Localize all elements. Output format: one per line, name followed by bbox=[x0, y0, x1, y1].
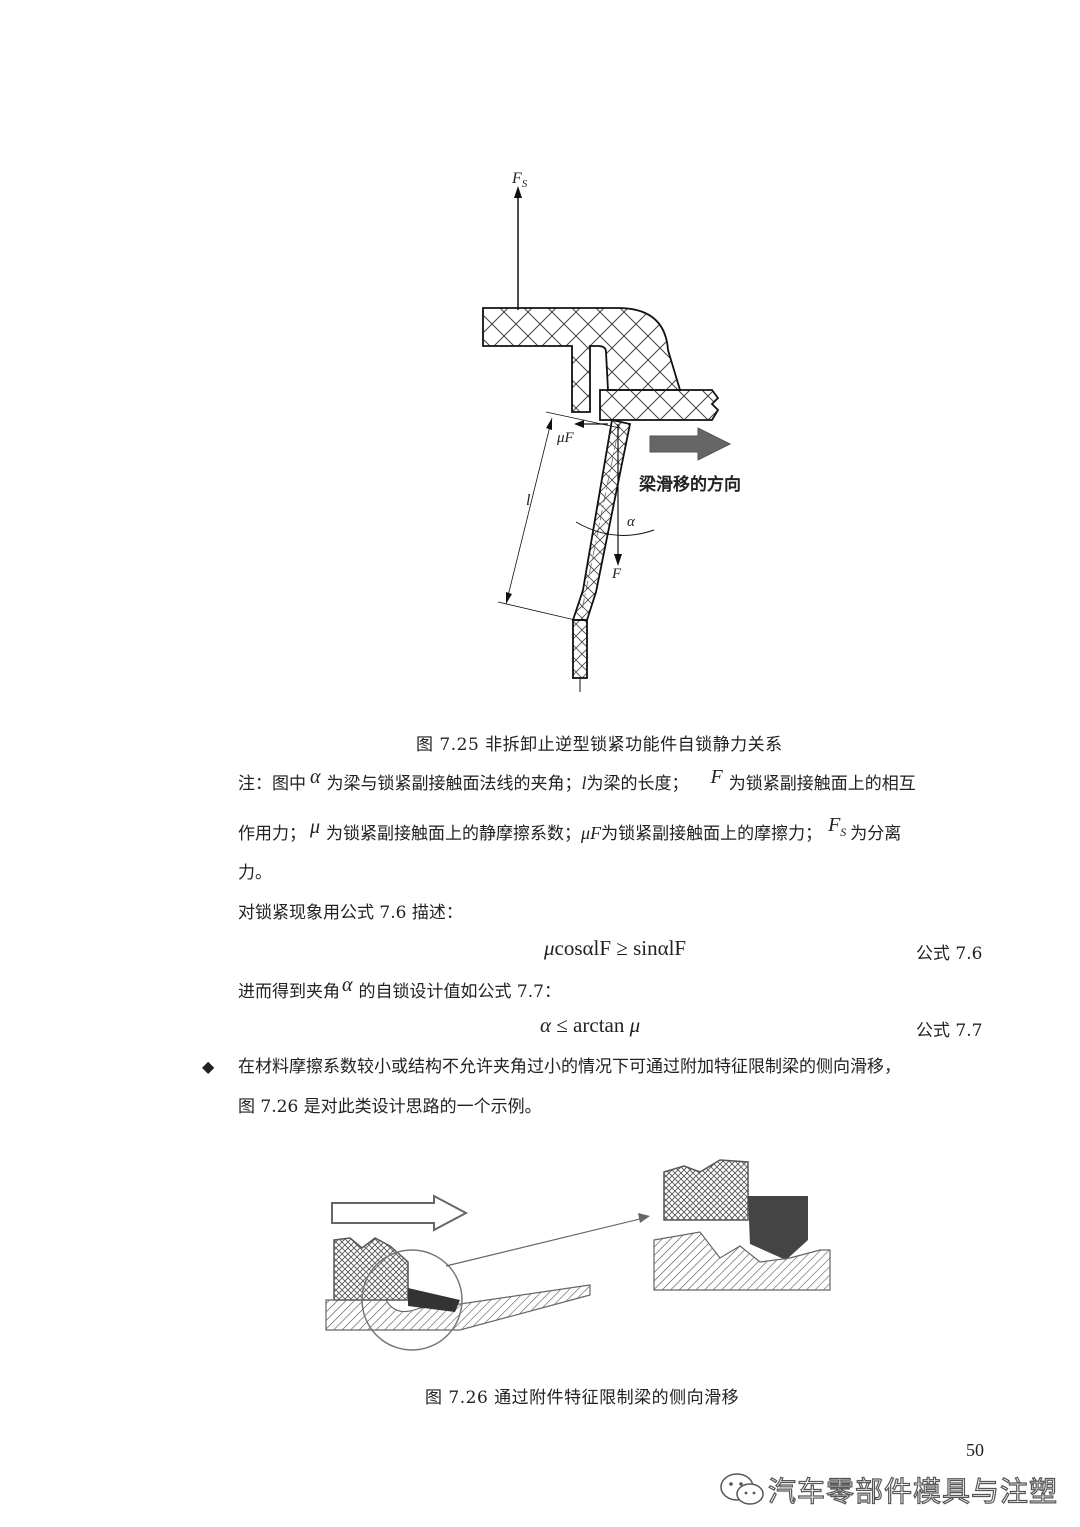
label-alpha: α bbox=[627, 514, 635, 530]
label-mu-f: μF bbox=[557, 430, 574, 446]
figure-7-26-diagram bbox=[325, 1159, 831, 1351]
note-line-3: 力。 bbox=[238, 863, 272, 883]
figure-7-25-caption: 图 7.25 非拆卸止逆型锁紧功能件自锁静力关系 bbox=[416, 735, 783, 755]
housing-part bbox=[482, 307, 682, 413]
formula-7-7-label: 公式 7.7 bbox=[916, 1021, 983, 1041]
formula-7-6: μcosαlF ≥ sinαlF bbox=[544, 936, 687, 960]
label-force-f: F bbox=[612, 566, 622, 582]
beam bbox=[571, 418, 632, 692]
figure-7-25-diagram bbox=[482, 186, 732, 692]
page-number: 50 bbox=[966, 1440, 984, 1460]
watermark-text: 汽车零部件模具与注塑 bbox=[767, 1474, 1059, 1508]
formula-7-6-intro: 对锁紧现象用公式 7.6 描述： bbox=[238, 903, 463, 923]
slide-direction-arrow bbox=[649, 427, 732, 461]
label-fs: FS bbox=[512, 170, 528, 191]
friction-force-arrow bbox=[574, 420, 608, 428]
motion-direction-arrow bbox=[331, 1194, 469, 1232]
separation-force-arrow bbox=[514, 186, 522, 310]
label-slide-direction: 梁滑移的方向 bbox=[639, 475, 741, 495]
formula-7-6-label: 公式 7.6 bbox=[916, 944, 983, 964]
diamond-bullet-icon: ◆ bbox=[202, 1057, 215, 1076]
wechat-icon bbox=[720, 1473, 764, 1505]
figure-7-26-caption: 图 7.26 通过附件特征限制梁的侧向滑移 bbox=[425, 1388, 740, 1408]
lock-plate bbox=[599, 389, 720, 421]
angle-arc bbox=[575, 521, 655, 536]
length-dimension bbox=[497, 411, 621, 621]
watermark: 汽车零部件模具与注塑 bbox=[718, 1470, 1058, 1510]
bullet-line-1: 在材料摩擦系数较小或结构不允许夹角过小的情况下可通过附加特征限制梁的侧向滑移， bbox=[238, 1057, 901, 1077]
bullet-line-2: 图 7.26 是对此类设计思路的一个示例。 bbox=[238, 1097, 542, 1117]
label-length: l bbox=[526, 492, 531, 509]
formula-7-7: α ≤ arctan μ bbox=[540, 1013, 641, 1037]
detail-circle bbox=[361, 1249, 463, 1351]
